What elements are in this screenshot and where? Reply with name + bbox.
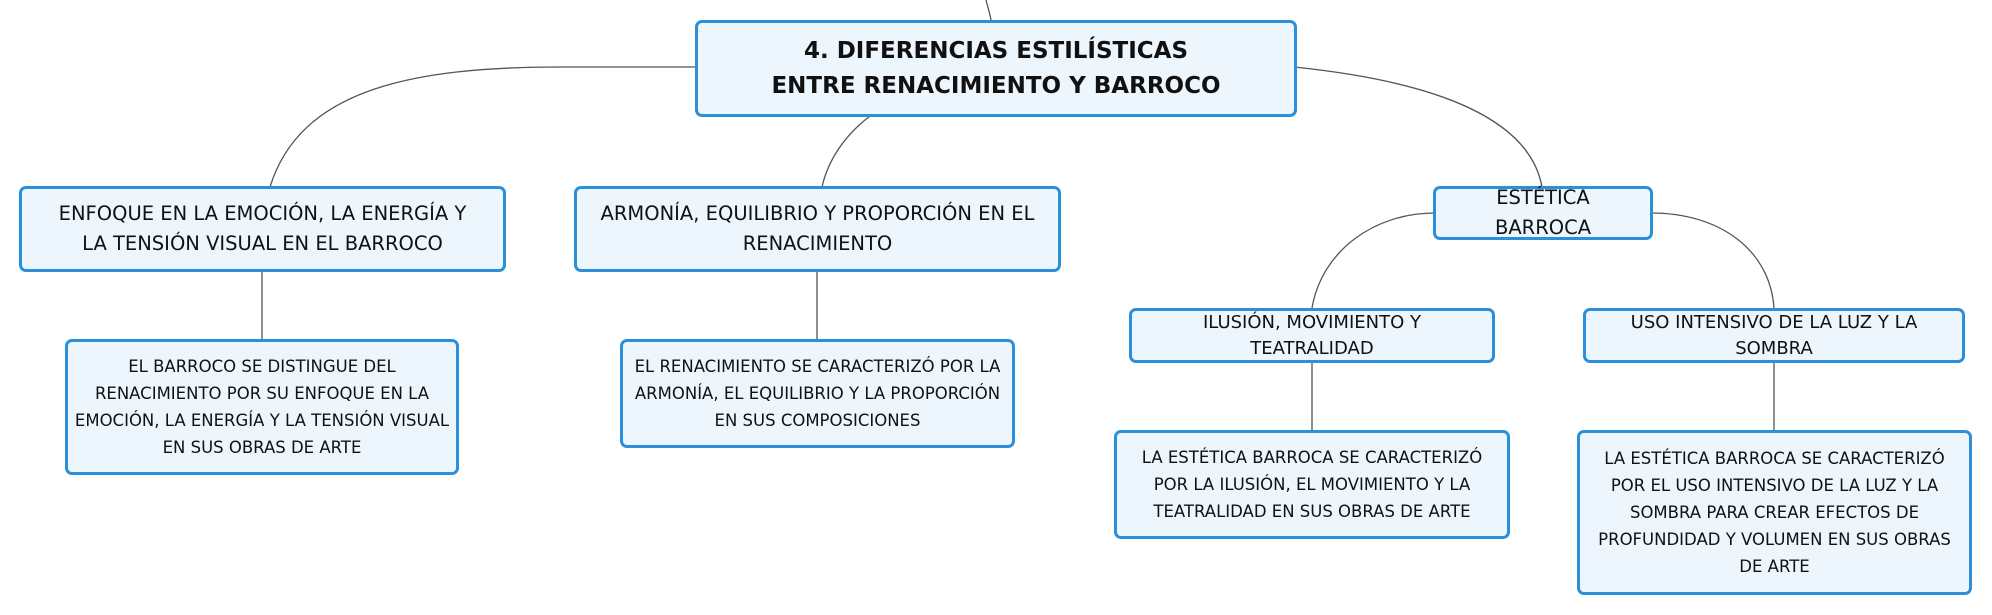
detail-light-shadow[interactable]: LA ESTÉTICA BARROCA SE CARACTERIZÓ POR E…	[1577, 430, 1972, 595]
subtopic-light-shadow[interactable]: USO INTENSIVO DE LA LUZ Y LA SOMBRA	[1583, 308, 1965, 363]
connector-root-to-harmony	[821, 115, 871, 188]
connector-baroque-to-light	[1650, 212, 1775, 309]
detail-illusion[interactable]: LA ESTÉTICA BARROCA SE CARACTERIZÓ POR L…	[1114, 430, 1510, 539]
subtopic-illusion-label: ILUSIÓN, MOVIMIENTO Y TEATRALIDAD	[1203, 311, 1421, 359]
detail-emotion-text: EL BARROCO SE DISTINGUE DEL RENACIMIENTO…	[74, 357, 450, 457]
detail-illusion-text: LA ESTÉTICA BARROCA SE CARACTERIZÓ POR L…	[1141, 448, 1483, 521]
topic-baroque-aesthetic[interactable]: ESTÉTICA BARROCA	[1433, 186, 1653, 240]
topic-emotion-label: ENFOQUE EN LA EMOCIÓN, LA ENERGÍA Y LA T…	[58, 202, 467, 255]
detail-light-shadow-text: LA ESTÉTICA BARROCA SE CARACTERIZÓ POR E…	[1598, 449, 1951, 576]
topic-emotion[interactable]: ENFOQUE EN LA EMOCIÓN, LA ENERGÍA Y LA T…	[19, 186, 506, 272]
detail-harmony[interactable]: EL RENACIMIENTO SE CARACTERIZÓ POR LA AR…	[620, 339, 1015, 448]
detail-harmony-text: EL RENACIMIENTO SE CARACTERIZÓ POR LA AR…	[634, 357, 1001, 430]
connector-baroque-to-illusion	[1311, 212, 1436, 309]
subtopic-light-shadow-label: USO INTENSIVO DE LA LUZ Y LA SOMBRA	[1630, 311, 1918, 359]
subtopic-illusion[interactable]: ILUSIÓN, MOVIMIENTO Y TEATRALIDAD	[1129, 308, 1495, 363]
connector-root-to-emotion	[269, 66, 697, 188]
detail-emotion[interactable]: EL BARROCO SE DISTINGUE DEL RENACIMIENTO…	[65, 339, 459, 475]
root-topic-label: 4. DIFERENCIAS ESTILÍSTICAS ENTRE RENACI…	[771, 37, 1221, 99]
root-topic[interactable]: 4. DIFERENCIAS ESTILÍSTICAS ENTRE RENACI…	[695, 20, 1297, 117]
topic-harmony-label: ARMONÍA, EQUILIBRIO Y PROPORCIÓN EN EL R…	[600, 202, 1035, 255]
connector-parent-to-root	[985, 0, 992, 21]
topic-harmony[interactable]: ARMONÍA, EQUILIBRIO Y PROPORCIÓN EN EL R…	[574, 186, 1061, 272]
topic-baroque-aesthetic-label: ESTÉTICA BARROCA	[1494, 186, 1592, 239]
connector-root-to-baroque	[1293, 66, 1543, 188]
